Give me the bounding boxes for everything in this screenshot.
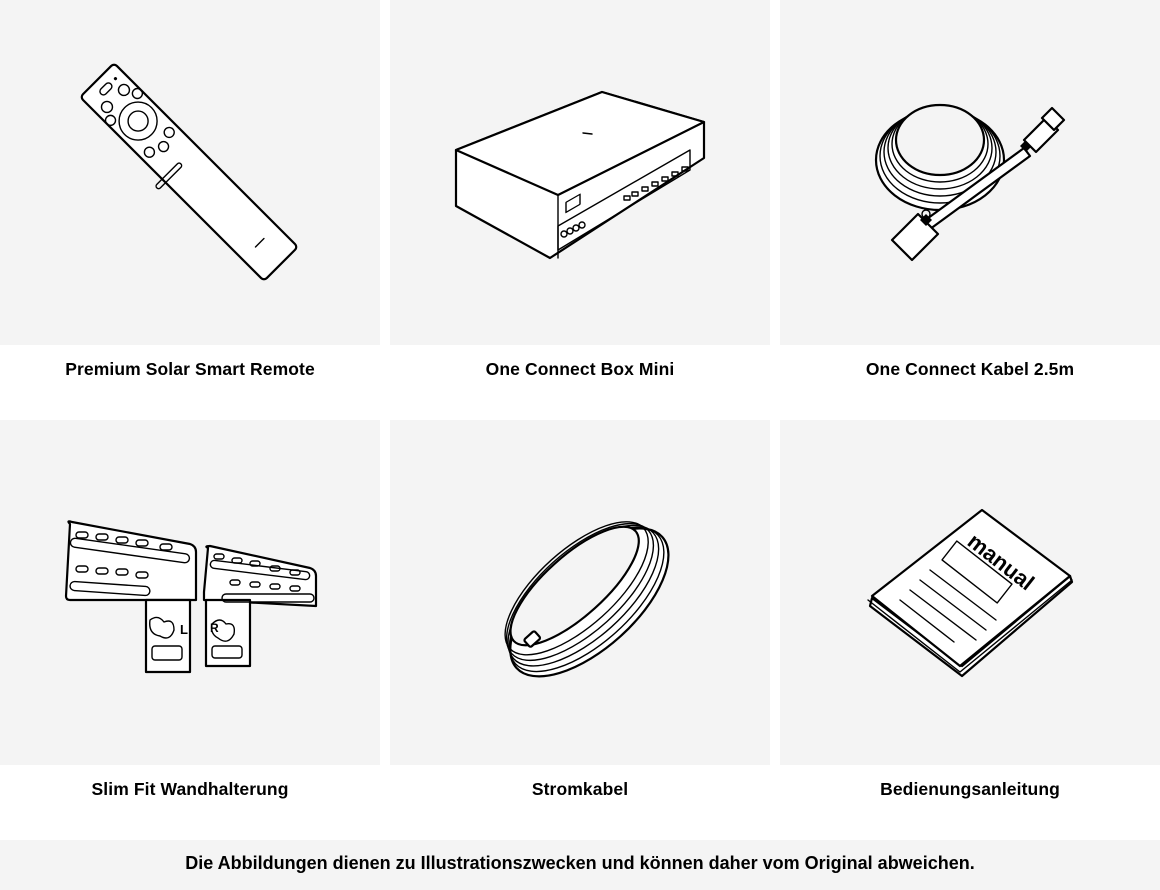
- accessory-label: One Connect Box Mini: [485, 359, 675, 379]
- power-cable-icon: [504, 521, 670, 678]
- accessory-tile-remote: Premium Solar Smart Remote: [0, 0, 380, 420]
- disclaimer-banner: Die Abbildungen dienen zu Illustrationsz…: [0, 840, 1160, 890]
- accessory-image: L R: [0, 420, 380, 765]
- accessory-label: Bedienungsanleitung: [880, 779, 1060, 799]
- wall-mount-icon: L R: [64, 520, 318, 674]
- connect-cable-icon: [874, 103, 1066, 262]
- accessory-tile-one-connect-box: One Connect Box Mini: [390, 0, 770, 420]
- left-mark: L: [180, 622, 188, 637]
- accessory-tile-power-cable: Stromkabel: [390, 420, 770, 840]
- accessory-tile-manual: manual Bedienungsanleitung: [780, 420, 1160, 840]
- accessory-label: Slim Fit Wandhalterung: [91, 779, 289, 799]
- accessory-label: Stromkabel: [531, 779, 629, 799]
- accessory-tile-connect-cable: One Connect Kabel 2.5m: [780, 0, 1160, 420]
- accessory-tile-wall-mount: L R Slim Fit Wandhalterung: [0, 420, 380, 840]
- accessory-image: manual: [780, 420, 1160, 765]
- manual-icon: manual: [867, 508, 1074, 678]
- accessory-label: Premium Solar Smart Remote: [65, 359, 315, 379]
- remote-control-icon: [80, 63, 298, 281]
- accessory-image: [780, 0, 1160, 345]
- accessory-image: [0, 0, 380, 345]
- accessory-image: [390, 0, 770, 345]
- accessory-label: One Connect Kabel 2.5m: [865, 359, 1075, 379]
- right-mark: R: [210, 621, 219, 635]
- accessory-image: [390, 420, 770, 765]
- one-connect-box-icon: [454, 90, 706, 260]
